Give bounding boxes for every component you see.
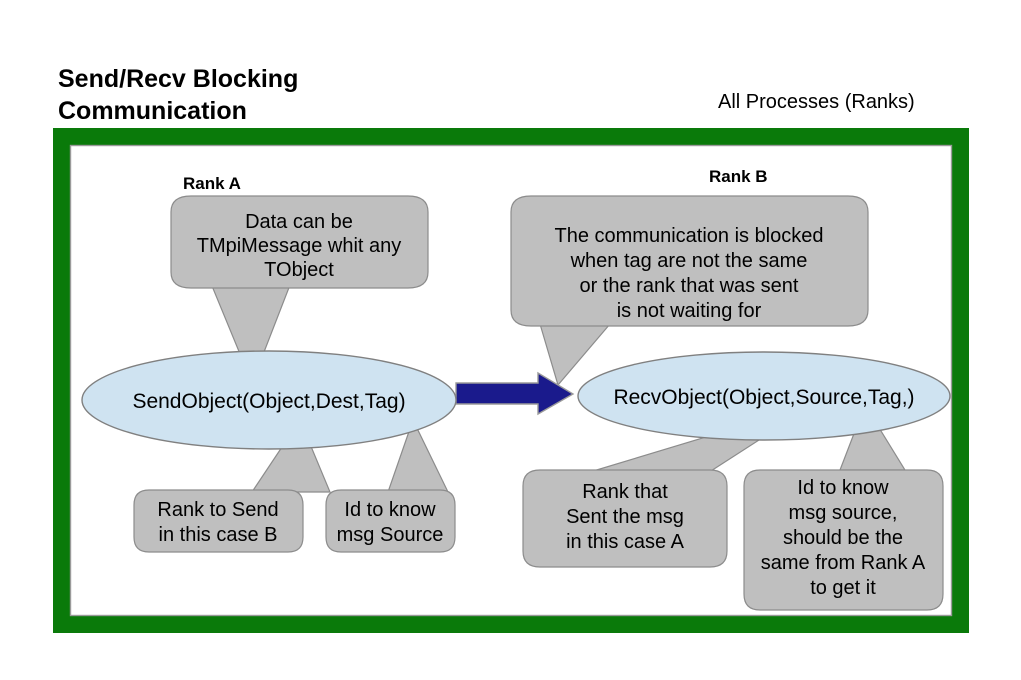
blocking-explanation-line-1: The communication is blocked bbox=[554, 225, 823, 247]
recv-object-label: RecvObject(Object,Source,Tag,) bbox=[613, 386, 914, 409]
id-same-rank-callout: Id to know msg source, should be the sam… bbox=[743, 469, 944, 611]
blocking-explanation-callout: The communication is blocked when tag ar… bbox=[510, 195, 869, 387]
data-type-callout: Data can be TMpiMessage whit any TObject bbox=[170, 195, 429, 385]
rank-that-sent-callout: Rank that Sent the msg in this case A bbox=[522, 469, 728, 568]
blocking-explanation-line-2: when tag are not the same bbox=[570, 250, 808, 272]
id-same-rank-callout-body bbox=[743, 469, 944, 611]
data-type-callout-line-2: TMpiMessage whit any bbox=[197, 235, 402, 257]
rank-that-sent-line-1: Rank that bbox=[582, 481, 668, 503]
rank-that-sent-callout-body bbox=[522, 469, 728, 568]
id-to-know-source-callout-body bbox=[325, 489, 456, 553]
id-same-rank-line-3: should be the bbox=[783, 527, 903, 549]
send-object-label: SendObject(Object,Dest,Tag) bbox=[132, 390, 405, 413]
recv-object-node[interactable]: RecvObject(Object,Source,Tag,) bbox=[577, 351, 951, 441]
id-to-know-source-line-2: msg Source bbox=[337, 524, 444, 546]
rank-that-sent-line-2: Sent the msg bbox=[566, 506, 684, 528]
id-same-rank-line-4: same from Rank A bbox=[761, 552, 926, 574]
all-processes-label: All Processes (Ranks) bbox=[718, 91, 915, 113]
id-same-rank-line-5: to get it bbox=[810, 577, 876, 599]
frame-inner-outline bbox=[69, 144, 953, 617]
blocking-explanation-callout-body bbox=[510, 195, 869, 327]
send-object-ellipse[interactable] bbox=[81, 350, 457, 450]
data-type-callout-line-1: Data can be bbox=[245, 211, 353, 233]
send-object-node[interactable]: SendObject(Object,Dest,Tag) bbox=[81, 350, 457, 450]
blocking-explanation-line-3: or the rank that was sent bbox=[579, 275, 798, 297]
rank-to-send-callout-body bbox=[133, 489, 304, 553]
send-to-recv-arrow bbox=[455, 371, 575, 416]
data-type-callout-line-3: TObject bbox=[264, 259, 334, 281]
recv-object-ellipse[interactable] bbox=[577, 351, 951, 441]
id-same-rank-line-1: Id to know bbox=[797, 477, 889, 499]
blocking-explanation-line-4: is not waiting for bbox=[617, 300, 762, 322]
rank-that-sent-line-3: in this case A bbox=[566, 531, 685, 553]
rank-to-send-line-2: in this case B bbox=[159, 524, 278, 546]
data-type-callout-body bbox=[170, 195, 429, 289]
id-same-rank-line-2: msg source, bbox=[789, 502, 898, 524]
green-frame-border bbox=[53, 128, 969, 633]
rank-b-label: Rank B bbox=[709, 167, 768, 186]
page-title-line1: Send/Recv Blocking bbox=[58, 65, 298, 93]
id-to-know-source-callout: Id to know msg Source bbox=[325, 489, 456, 553]
rank-a-label: Rank A bbox=[183, 174, 241, 193]
page-title-line2: Communication bbox=[58, 97, 247, 125]
rank-to-send-callout: Rank to Send in this case B bbox=[133, 489, 304, 553]
rank-to-send-line-1: Rank to Send bbox=[157, 499, 278, 521]
id-to-know-source-line-1: Id to know bbox=[344, 499, 436, 521]
